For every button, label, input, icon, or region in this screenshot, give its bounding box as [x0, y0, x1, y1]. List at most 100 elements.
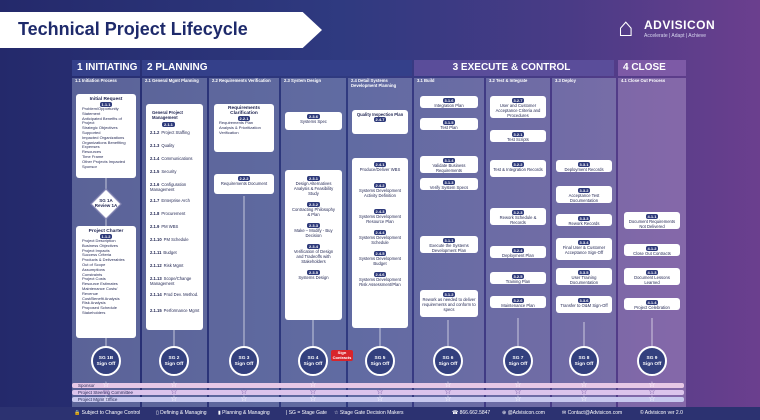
- gm-item-id: 2.1.3: [150, 143, 160, 148]
- sd-list-id: 2.3.4: [307, 244, 320, 249]
- lane-label: Sponsor: [78, 383, 95, 388]
- close-id: 4.1.1: [645, 214, 659, 219]
- legend-sg: | SG = Stage Gate: [286, 410, 327, 416]
- deploy-label: Deployment Records: [564, 167, 604, 172]
- phase-initiating: 1 INITIATING: [72, 60, 140, 76]
- column-header: 2.3 System Design: [284, 78, 322, 83]
- deploy-label: Final User & Customer Acceptance Sign-Of…: [562, 245, 606, 255]
- stage-gate-sign-off: Sign Off: [574, 362, 594, 367]
- build-id: 3.1.4: [442, 158, 456, 163]
- stage-gate-label: SG 4: [307, 356, 319, 361]
- request-bullet: Impacted Organizations: [82, 134, 125, 140]
- test-id: 3.2.7: [511, 98, 525, 103]
- close-id: 4.1.3: [645, 270, 659, 275]
- stage-gate-sign-off: Sign Off: [438, 362, 458, 367]
- column-header: 2.2 Requirements Verification: [212, 78, 271, 83]
- charter-bullet: Constraints: [82, 271, 103, 277]
- initial-request-title: Initial Request: [89, 97, 123, 102]
- dev-list-label: Systems Development Resource Plan: [359, 214, 401, 224]
- gm-item-label: Procurement: [161, 211, 186, 216]
- charter-bullet: Resource Estimates: [82, 281, 118, 287]
- phase-planning: 2 PLANNING: [142, 60, 412, 76]
- gm-item-label: Prod Dev. Method.: [163, 292, 199, 297]
- stage-gate-label: SG 1B: [98, 356, 114, 361]
- req-bullet: Requirements Plan: [219, 120, 254, 125]
- test-id: 3.2.2: [511, 162, 525, 167]
- close-id: 4.1.2: [645, 246, 659, 251]
- test-label: Training Plan: [505, 279, 531, 284]
- phase-close: 4 CLOSE: [618, 60, 686, 76]
- title-banner: [0, 12, 322, 48]
- footer-web[interactable]: ⊕ @Advisicon.com: [502, 410, 545, 416]
- build-label: Test Plan: [440, 125, 458, 130]
- legend-defining: ▯ Defining & Managing: [156, 410, 207, 416]
- charter-bullet: Business Objectives: [82, 242, 119, 248]
- star-icon: ☆: [309, 380, 317, 389]
- gm-item-label: Communications: [161, 156, 193, 161]
- gm-item-id: 2.1.4: [150, 156, 160, 161]
- star-icon: ☆: [444, 380, 452, 389]
- deploy-id: 3.3.4: [577, 240, 591, 245]
- column-header: 4.1 Close Out Process: [621, 78, 666, 83]
- initial-request-id: 1.1.1: [99, 102, 113, 107]
- dev-list-label: Systems Development Budget: [359, 256, 401, 266]
- close-label: Project Celebration: [634, 305, 670, 310]
- star-icon: ☆: [170, 380, 178, 389]
- test-id: 3.2.5: [511, 274, 525, 279]
- lane-steering-committee: [72, 390, 684, 395]
- test-label: User and Customer Acceptance Criteria an…: [495, 103, 541, 118]
- general-pm-stack: [146, 104, 203, 330]
- request-bullet: Time Frame: [82, 153, 104, 159]
- charter-bullet: Assumptions: [82, 266, 105, 272]
- charter-bullet: Project Costs: [82, 276, 106, 282]
- charter-bullet: Project Impacts: [82, 247, 110, 253]
- charter-bullet: Cost/Benefit Analysis: [82, 295, 120, 301]
- sd-list-label: Verification of Design and Tradeoffs wit…: [293, 249, 334, 264]
- dev-list-label: Systems Development Schedule: [359, 235, 401, 245]
- initial-request-box: Initial Request 1.1.1 Problem/Opportunit…: [76, 94, 136, 178]
- deploy-label: Acceptance Test Documentation: [568, 193, 600, 203]
- gm-item-id: 2.1.9: [150, 224, 160, 229]
- gm-item-label: Budget: [163, 250, 177, 255]
- dev-list-id: 2.4.5: [373, 251, 387, 256]
- lane-label: Project Steering Committee: [78, 390, 134, 395]
- column-header: 2.1 General Mgmt Planning: [145, 78, 199, 83]
- footer-email[interactable]: ✉ Contact@Advisicon.com: [562, 410, 623, 416]
- stage-gate-label: SG 6: [442, 356, 454, 361]
- dev-list-id: 2.4.4: [373, 230, 387, 235]
- stage-gate-sign-off: Sign Off: [642, 362, 662, 367]
- star-icon: ☆: [648, 387, 656, 396]
- build-label: Verify System Specs: [429, 185, 469, 190]
- request-bullet: Problem/Opportunity Statement: [82, 106, 119, 116]
- sd-list-id: 2.3.1: [307, 176, 320, 181]
- project-charter-title: Project Charter: [88, 229, 124, 234]
- gm-item-id: 2.1.15: [150, 308, 162, 313]
- build-id: 3.1.3: [442, 180, 456, 185]
